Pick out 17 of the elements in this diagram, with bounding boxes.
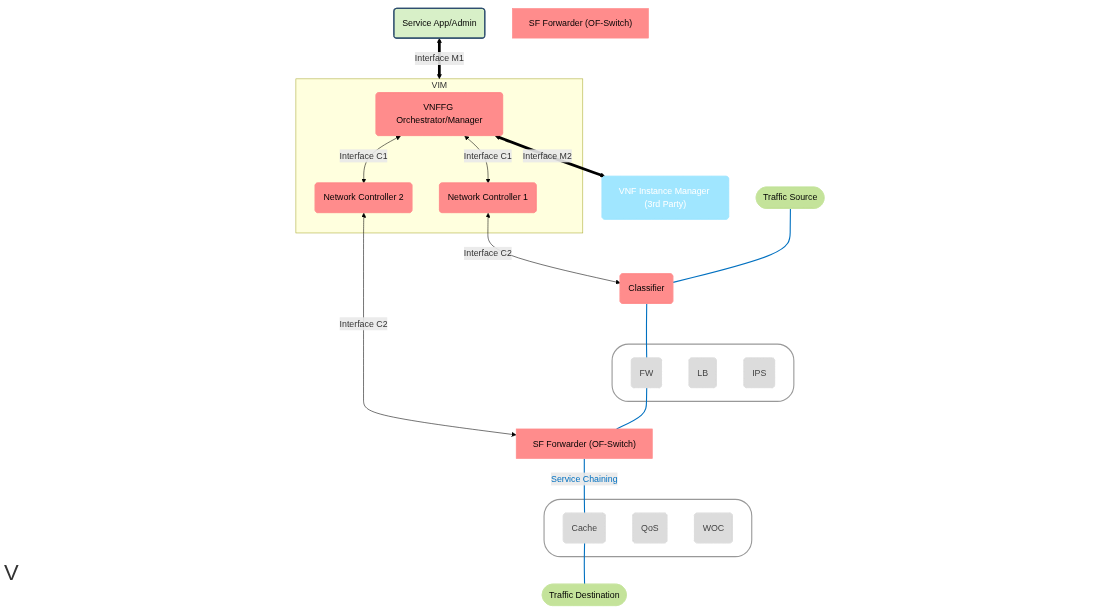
edge-label: Interface M2	[522, 150, 572, 161]
edge-label: Interface M1	[414, 53, 464, 63]
edge-label: Service Chaining	[551, 474, 618, 484]
connector	[672, 208, 791, 283]
edge-label: Interface C2	[339, 318, 388, 329]
connector	[616, 387, 648, 430]
edge-label: Interface C1	[339, 150, 388, 161]
node-box: SF Forwarder (OF-Switch)	[512, 8, 649, 39]
cluster	[543, 498, 753, 558]
note-text: V	[4, 560, 19, 585]
connector	[583, 542, 586, 585]
cluster	[611, 343, 795, 402]
node-box: SF Forwarder (OF-Switch)	[515, 428, 653, 459]
edge-label: Interface C1	[463, 150, 512, 161]
arrow	[495, 135, 606, 178]
connector	[645, 303, 648, 359]
edge-label: Interface C2	[463, 248, 512, 258]
